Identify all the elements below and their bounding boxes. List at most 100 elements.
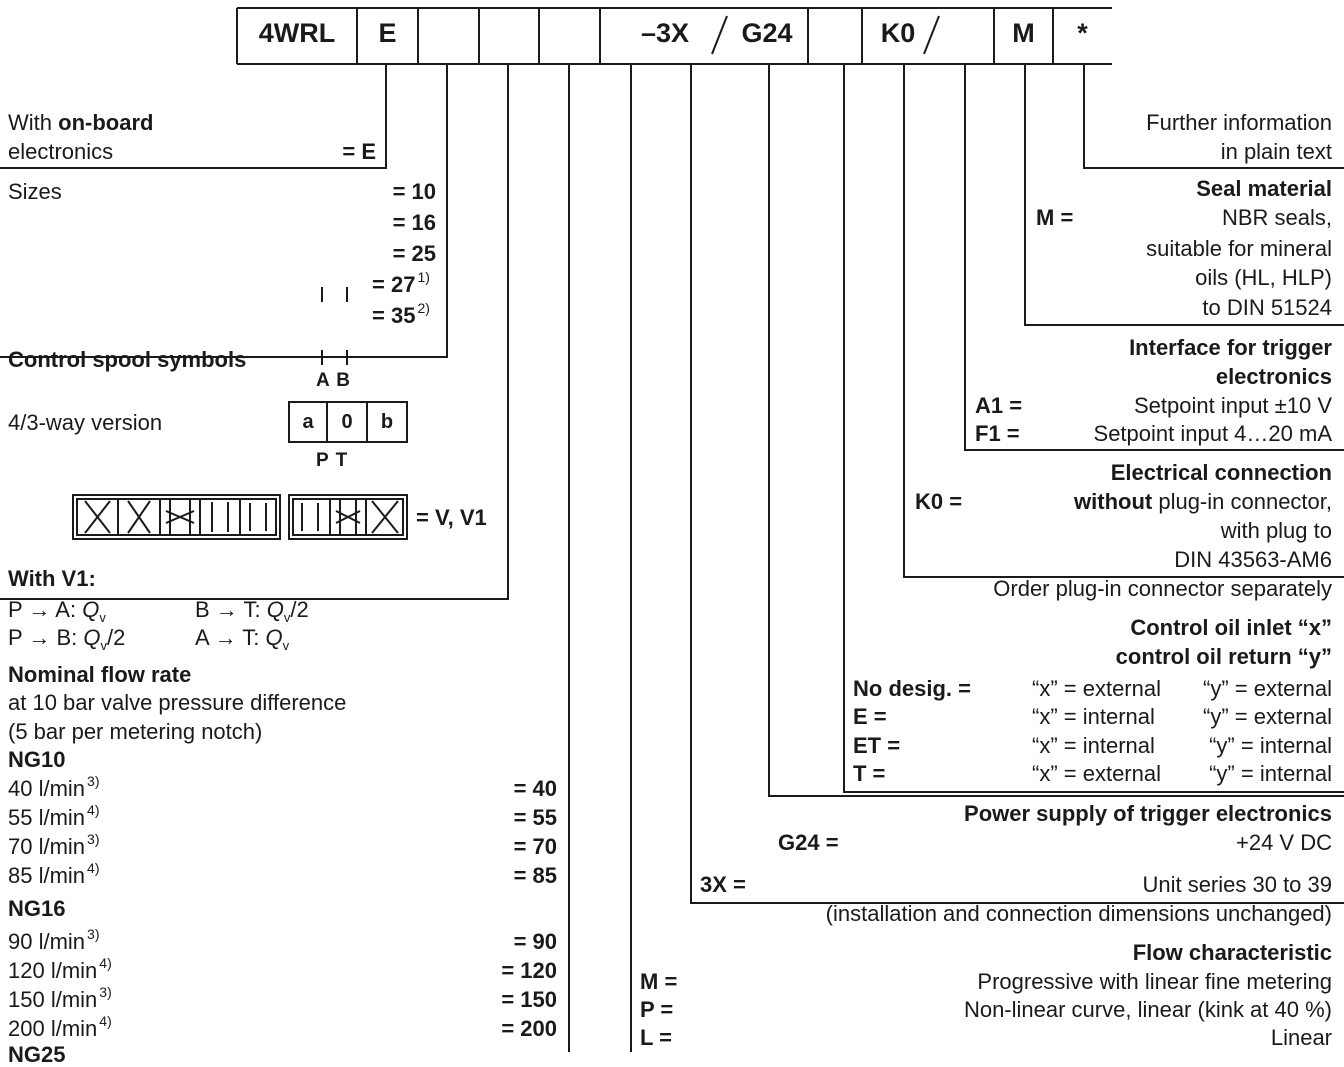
electrical-line: with plug to [1220,518,1332,543]
control-oil-x: “x” = internal [1032,733,1155,758]
seal-line: oils (HL, HLP) [1195,265,1332,290]
header-cell-series: –3X [640,18,690,48]
control-oil-code: E = [853,704,887,729]
flow-code: = 40 [513,776,557,801]
flowchar-code: L = [640,1025,673,1050]
series-line2: (installation and connection dimensions … [825,901,1332,926]
interface-code: A1 = [975,393,1023,418]
v1-row: P → A: Qv [8,597,106,625]
further-line1: Further information [1146,110,1332,135]
control-oil-title2: control oil return “y” [1115,644,1332,669]
onboard-code: = E [342,139,376,164]
control-oil-y: “y” = external [1203,676,1332,701]
control-oil-code: ET = [853,733,901,758]
flowchar-title: Flow characteristic [1132,940,1332,965]
flow-code: = 70 [513,834,557,859]
series-code: 3X = [700,872,746,897]
power-text: +24 V DC [1236,830,1332,855]
control-oil-x: “x” = external [1032,676,1161,701]
further-line2: in plain text [1220,139,1332,164]
control-oil-title1: Control oil inlet “x” [1130,615,1332,640]
flow-code: = 55 [513,805,557,830]
footnote-ref: 1) [417,269,430,285]
spool-version: 4/3-way version [8,410,163,435]
onboard-line1: With on-board [8,110,154,135]
v1-row: B → T: Qv/2 [195,597,309,625]
header-cell-power: G24 [741,18,793,48]
header-cell-further: * [1077,18,1088,48]
interface-text: Setpoint input 4…20 mA [1093,421,1332,446]
flowchar-text: Progressive with linear fine metering [977,969,1332,994]
spool-cell-a: a [290,403,328,441]
control-oil-x: “x” = internal [1032,704,1155,729]
header-cell-seal: M [1012,18,1035,48]
control-oil-code: No desig. = [853,676,971,701]
v1-title: With V1: [8,566,96,591]
size-code: = 25 [392,241,436,266]
spool-symbol-box: a 0 b [288,401,408,443]
electrical-line: Order plug-in connector separately [993,576,1332,601]
seal-line: NBR seals, [1221,205,1332,230]
seal-code: M = [1036,205,1074,230]
size-code: = 16 [392,210,436,235]
flowchar-code: M = [640,969,678,994]
electrical-line: DIN 43563-AM6 [1174,547,1332,572]
electrical-title: Electrical connection [1110,460,1332,485]
electrical-line: without plug-in connector, [1074,489,1332,514]
power-title: Power supply of trigger electronics [964,801,1332,826]
flowchar-text: Non-linear curve, linear (kink at 40 %) [963,997,1332,1022]
interface-text: Setpoint input ±10 V [1134,393,1332,418]
spool-bottom-ports: P T [316,450,349,471]
sizes-label: Sizes [8,179,62,204]
spool-top-ports: A B [316,370,352,391]
flow-title: Nominal flow rate [8,662,192,687]
control-oil-y: “y” = internal [1209,761,1332,786]
power-code: G24 = [778,830,839,855]
flow-code: = 150 [501,987,557,1012]
spool-code: = V, V1 [416,505,487,530]
v1-row: A → T: Qv [195,625,290,653]
v1-row: P → B: Qv/2 [8,625,126,653]
control-oil-y: “y” = external [1203,704,1332,729]
control-oil-code: T = [853,761,886,786]
interface-code: F1 = [975,421,1020,446]
electrical-code: K0 = [915,489,963,514]
control-oil-y: “y” = internal [1209,733,1332,758]
header-cell-electronics: E [378,18,397,48]
spool-cell-0: 0 [328,403,368,441]
v-spool-symbol [72,494,408,540]
header-cell-connection: K0 [880,18,916,48]
series-line1: Unit series 30 to 39 [1142,872,1332,897]
size-code: = 10 [392,179,436,204]
flow-code: = 90 [513,929,557,954]
flow-sub2: (5 bar per metering notch) [8,719,263,744]
footnote-ref: 2) [417,300,430,316]
flow-group-ng10: NG10 [8,747,66,772]
flow-code: = 85 [513,863,557,888]
flow-sub1: at 10 bar valve pressure difference [8,690,347,715]
header-cell-type: 4WRL [258,18,336,48]
flowchar-text: Linear [1270,1025,1332,1050]
spool-title: Control spool symbols [8,347,247,372]
spool-symbol-lines [321,287,348,365]
flow-code: = 120 [501,958,557,983]
flow-group-ng25: NG25 [8,1042,66,1067]
onboard-line2: electronics [8,139,114,164]
seal-line: suitable for mineral [1146,236,1332,261]
flow-code: = 200 [501,1016,557,1041]
spool-cell-b: b [380,411,394,433]
control-oil-x: “x” = external [1032,761,1161,786]
seal-line: to DIN 51524 [1202,295,1332,320]
seal-title: Seal material [1196,176,1332,201]
flowchar-code: P = [640,997,674,1022]
interface-title1: Interface for trigger [1129,335,1332,360]
flow-group-ng16: NG16 [8,896,66,921]
